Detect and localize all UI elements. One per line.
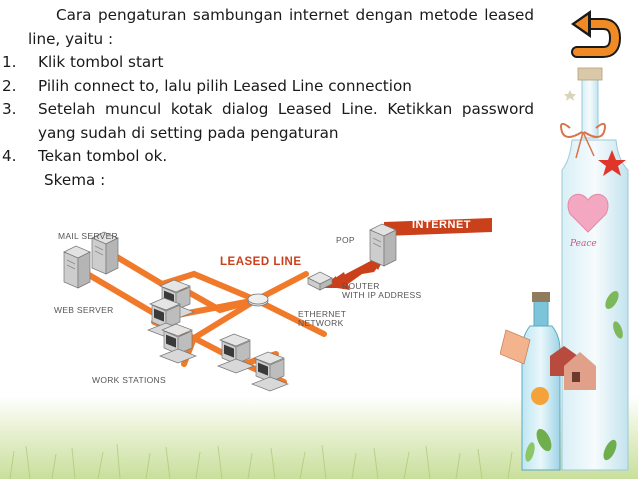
router-device bbox=[307, 271, 333, 291]
work-stations-label: WORK STATIONS bbox=[92, 375, 166, 385]
router-label: ROUTER WITH IP ADDRESS bbox=[342, 282, 421, 300]
intro-paragraph: Cara pengaturan sambungan internet denga… bbox=[28, 6, 534, 48]
diagram-graphic bbox=[63, 218, 492, 392]
leased-line-diagram: MAIL SERVER WEB SERVER WORK STATIONS LEA… bbox=[44, 214, 502, 396]
step-text: Setelah muncul kotak dialog Leased Line.… bbox=[38, 100, 534, 142]
step-number: 4. bbox=[2, 147, 17, 165]
step-text: Pilih connect to, lalu pilih Leased Line… bbox=[38, 76, 412, 95]
skema-label: Skema : bbox=[44, 170, 106, 189]
step-item: 1. Klik tombol start bbox=[0, 51, 540, 75]
step-number: 2. bbox=[2, 76, 17, 95]
step-item: 4. Tekan tombol ok. bbox=[0, 145, 540, 169]
steps-list: 1. Klik tombol start 2. Pilih connect to… bbox=[0, 51, 540, 169]
step-item: 2. Pilih connect to, lalu pilih Leased L… bbox=[0, 75, 540, 99]
content-text: Cara pengaturan sambungan internet denga… bbox=[0, 4, 540, 192]
ethernet-label-line2: NETWORK bbox=[298, 318, 344, 328]
bottle-label-text: Peace bbox=[569, 239, 597, 249]
leased-line-label: LEASED LINE bbox=[220, 256, 302, 268]
ethernet-label: ETHERNET NETWORK bbox=[298, 310, 346, 328]
internet-label: INTERNET bbox=[412, 219, 471, 231]
mail-server-label: MAIL SERVER bbox=[58, 231, 118, 241]
router-label-line2: WITH IP ADDRESS bbox=[342, 290, 422, 300]
step-number: 1. bbox=[2, 53, 17, 71]
step-text: Klik tombol start bbox=[38, 53, 164, 71]
back-button[interactable] bbox=[565, 4, 625, 64]
web-server-label: WEB SERVER bbox=[54, 305, 114, 315]
router-label-line1: ROUTER bbox=[342, 281, 380, 291]
ethernet-label-line1: ETHERNET bbox=[298, 309, 347, 319]
step-number: 3. bbox=[2, 100, 17, 118]
pop-label: POP bbox=[336, 235, 355, 245]
bottle-decoration: Peace bbox=[500, 20, 629, 471]
step-item: 3. Setelah muncul kotak dialog Leased Li… bbox=[0, 98, 540, 145]
return-arrow-icon bbox=[567, 6, 623, 62]
step-text: Tekan tombol ok. bbox=[38, 147, 168, 165]
